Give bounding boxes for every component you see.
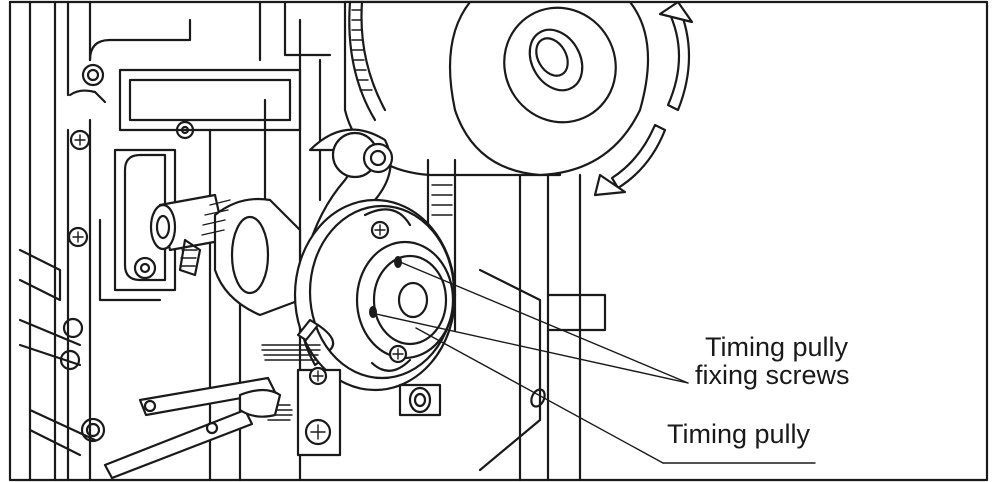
- tab-clip: [296, 318, 335, 352]
- shaft-collar: [149, 193, 302, 317]
- timing-pulley: [293, 198, 457, 392]
- label-timing-pulley: Timing pully: [667, 419, 811, 449]
- handwheel: [343, 0, 650, 177]
- leader-line-screw-top: [399, 261, 689, 384]
- bracket-arm: [297, 128, 394, 367]
- label-fixing-screws-line2: fixing screws: [695, 360, 850, 390]
- pulley-screw-bottom: [370, 344, 412, 372]
- rotation-arrow-icon: [593, 0, 694, 197]
- leader-lines: [375, 261, 816, 464]
- label-fixing-screws-line1: Timing pully: [705, 332, 849, 362]
- lower-bracket: [296, 366, 442, 457]
- pulley-screw-top: [363, 208, 412, 240]
- linkage-arm: [103, 376, 282, 480]
- gear-teeth: [351, 9, 373, 91]
- spring: [261, 344, 321, 421]
- leader-line-pulley: [415, 327, 664, 464]
- rack-shaft: [426, 158, 607, 482]
- leader-line-screw-bottom: [375, 313, 689, 384]
- machine-frame-left: [18, 0, 302, 482]
